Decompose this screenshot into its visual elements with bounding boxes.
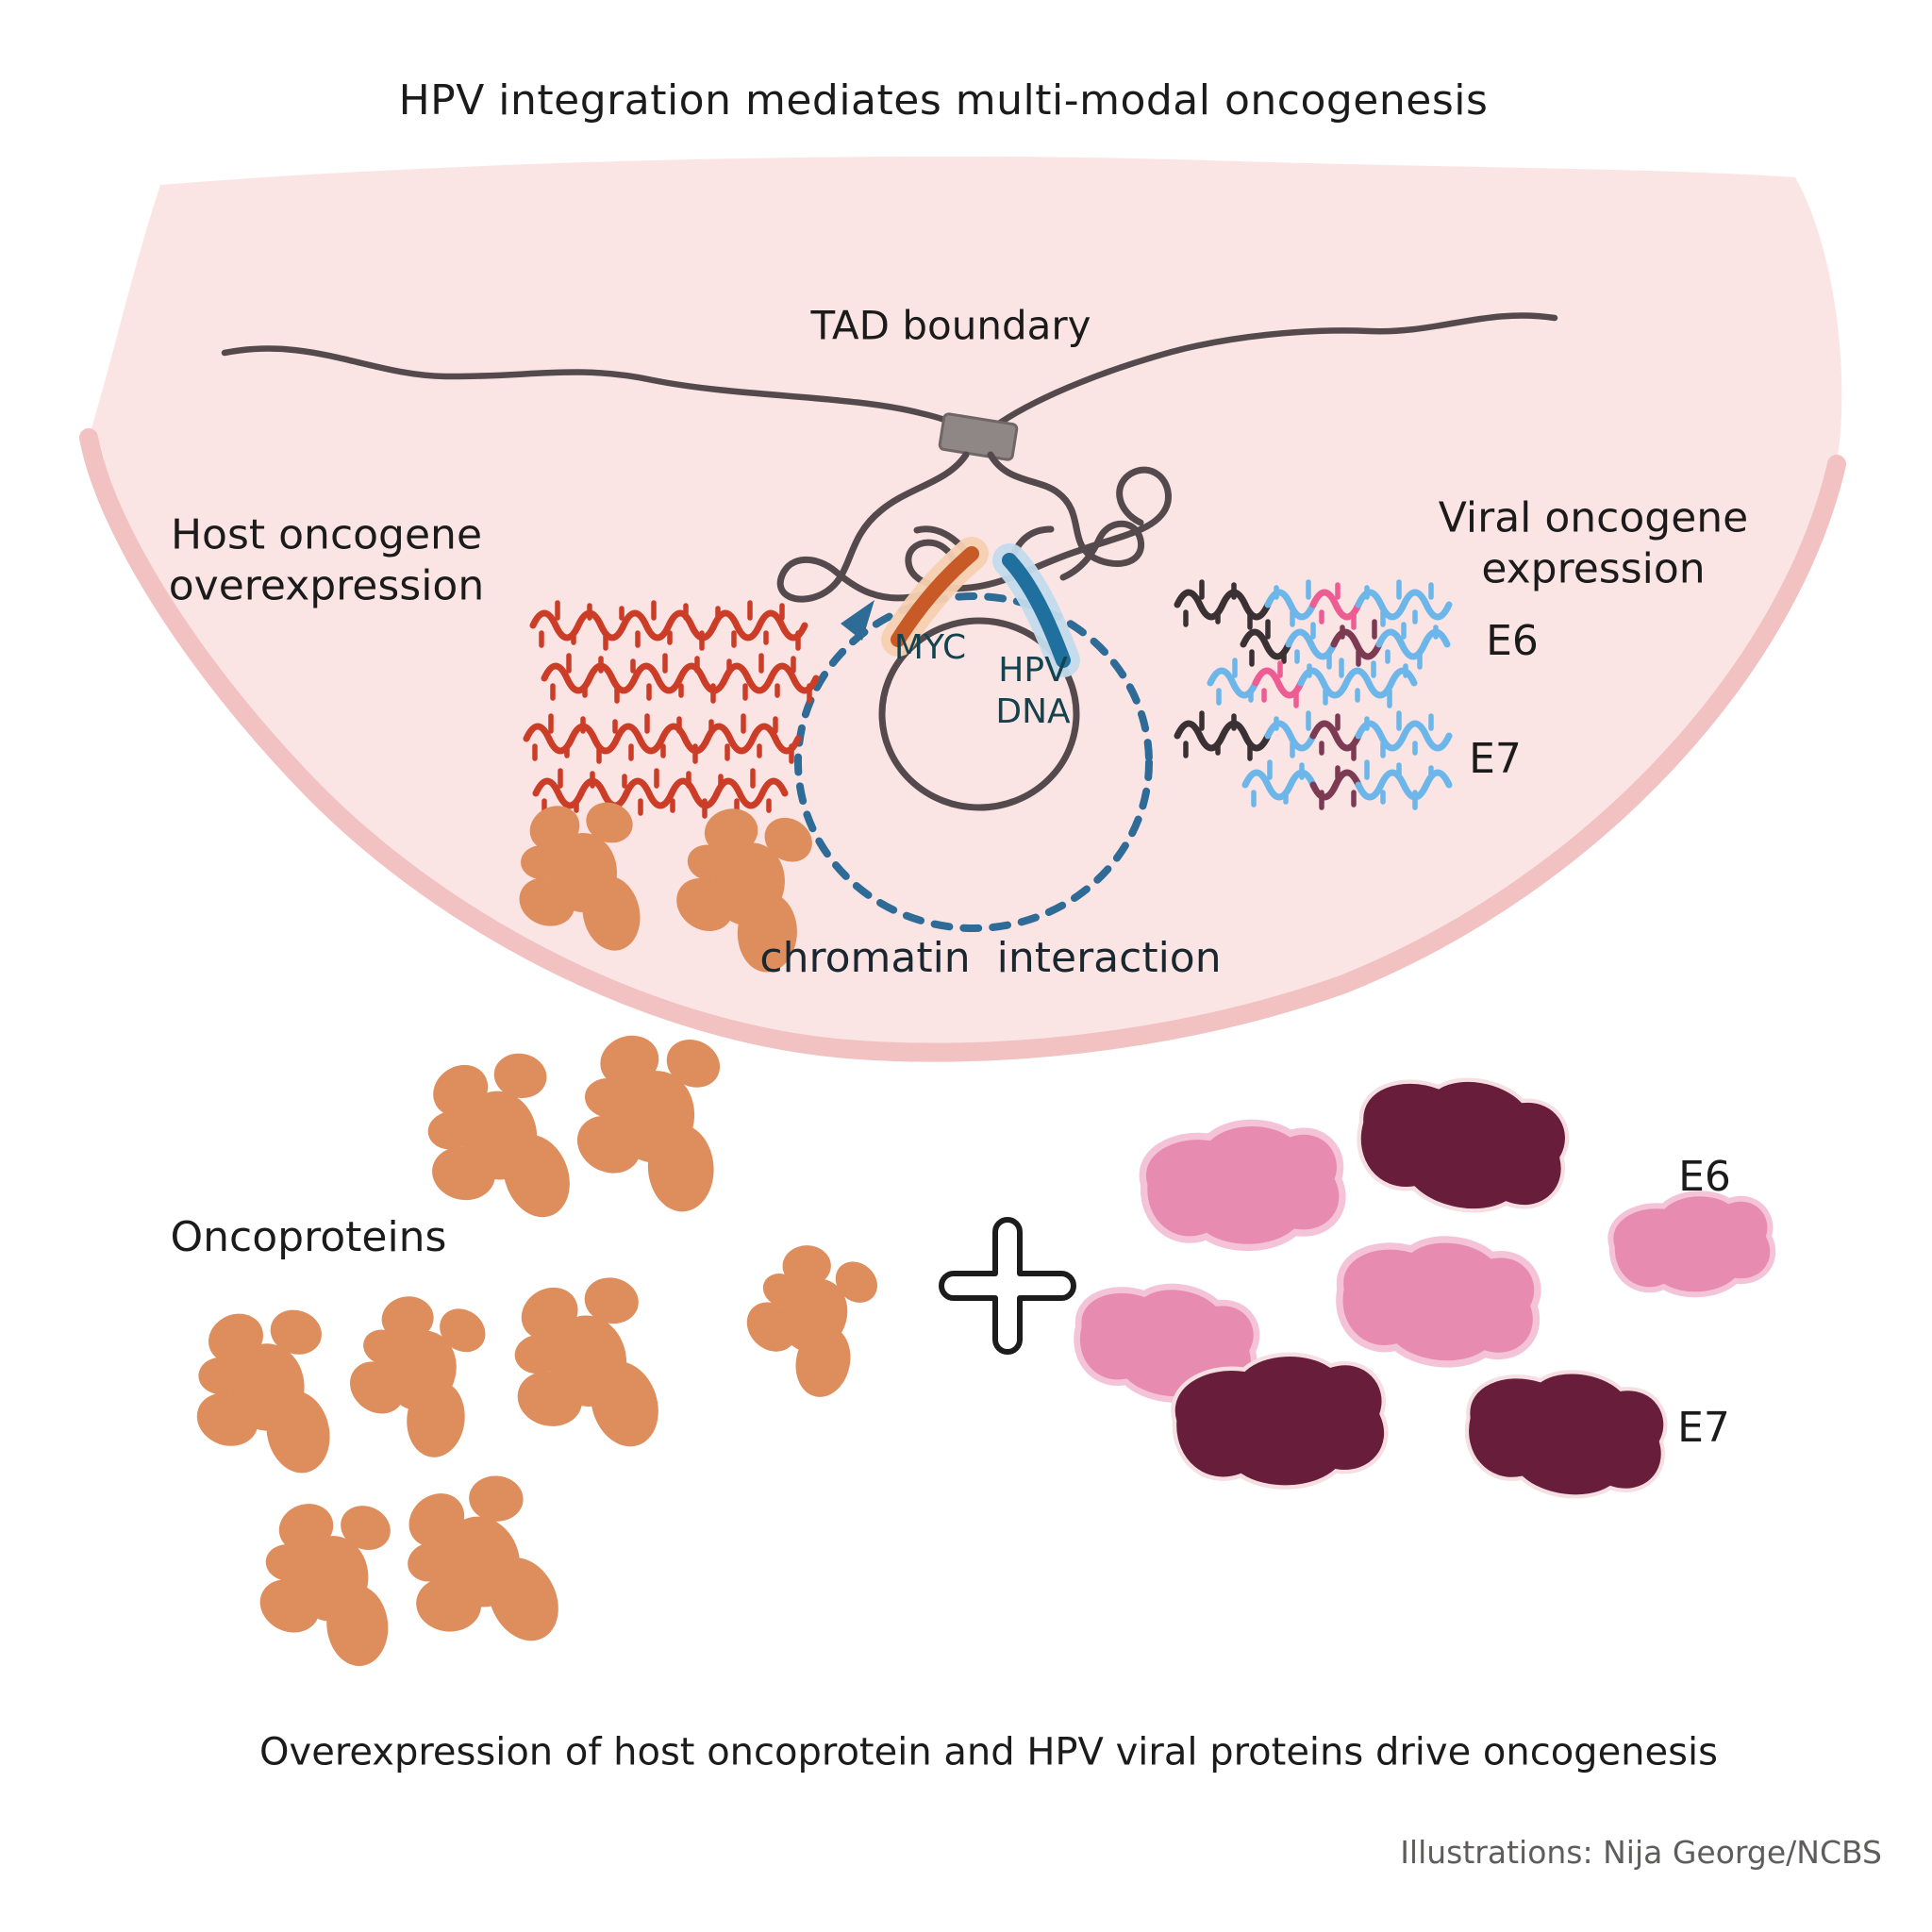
interaction-arrow-icon <box>841 600 874 641</box>
e6-protein-label: E6 <box>1678 1153 1731 1202</box>
oncoprotein-blob <box>189 1303 338 1479</box>
e6-protein-blob <box>1607 1186 1776 1303</box>
chromatin-interaction-label: chromatin interaction <box>759 934 1222 983</box>
viral-transcript <box>1241 759 1453 810</box>
caption: Overexpression of host oncoprotein and H… <box>259 1730 1718 1774</box>
viral-e6-label: E6 <box>1486 617 1539 666</box>
tad-boundary-clamp <box>938 412 1019 461</box>
host-transcript <box>529 600 808 651</box>
viral-e7-label: E7 <box>1469 735 1522 784</box>
host-transcript <box>523 713 802 764</box>
e6-protein-blob <box>1140 1117 1346 1255</box>
page-title: HPV integration mediates multi-modal onc… <box>398 76 1489 125</box>
oncoprotein-blob <box>246 1489 409 1675</box>
myc-gene-segment <box>891 546 979 647</box>
tad-boundary-label: TAD boundary <box>810 302 1091 349</box>
viral-transcript <box>1240 619 1451 670</box>
e6-protein-blob <box>1336 1234 1540 1369</box>
viral-transcript <box>1207 658 1418 708</box>
plus-icon <box>939 1217 1076 1355</box>
credit-line: Illustrations: Nija George/NCBS <box>1400 1834 1882 1871</box>
e7-protein-blob <box>1461 1363 1670 1505</box>
hpv-dna-label: HPV DNA <box>995 651 1071 731</box>
viral-transcript <box>1174 710 1453 761</box>
e7-protein-label: E7 <box>1677 1404 1730 1453</box>
oncoprotein-blob <box>326 1274 508 1472</box>
viral-oncogene-label: Viral oncogene expression <box>1438 493 1749 592</box>
cell-membrane <box>79 428 1846 1062</box>
host-transcript <box>532 768 789 819</box>
myc-label: MYC <box>893 628 967 668</box>
chromatin-fiber-left <box>221 345 969 435</box>
viral-transcript <box>1174 579 1453 630</box>
oncoproteins-label: Oncoproteins <box>170 1213 447 1262</box>
oncoprotein-blob <box>560 1017 741 1224</box>
cell-body <box>89 156 1842 1053</box>
oncoprotein-blob <box>497 1266 671 1465</box>
e7-protein-blob <box>1350 1065 1574 1223</box>
oncoprotein-blob <box>380 1458 575 1674</box>
hpv-episome-loop <box>878 617 1080 811</box>
chromatin-interaction-circle <box>794 592 1153 932</box>
host-transcript <box>541 653 820 704</box>
chromatin-fiber-right <box>990 312 1558 431</box>
host-oncogene-label: Host oncogene overexpression <box>168 510 485 609</box>
hpv-gene-segment <box>1002 553 1071 668</box>
oncoprotein-blob <box>721 1222 899 1413</box>
oncoprotein-blob <box>408 1041 583 1240</box>
